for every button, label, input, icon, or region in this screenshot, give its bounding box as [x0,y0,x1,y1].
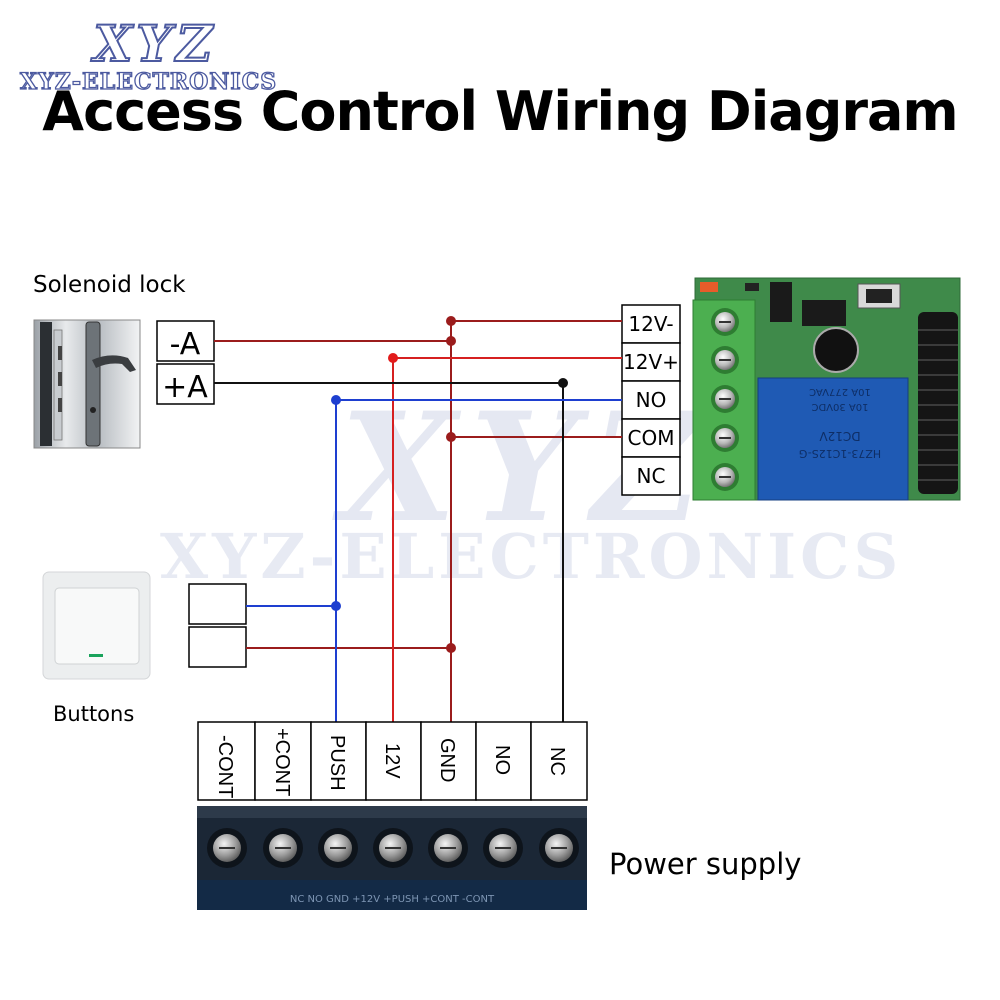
wire-12v-plus [392,357,622,722]
power-supply-strip-image: NC NO GND +12V +PUSH +CONT -CONT [197,806,587,910]
relay-terminal-nc: NC [637,464,666,488]
relay-terminal-12v-minus: 12V- [628,312,673,336]
ps-terminal-nc: NC [546,747,568,776]
relay-terminal-com: COM [628,426,675,450]
relay-terminal-no: NO [636,388,667,412]
brand-logo: XYZ XYZ-ELECTRONICS [19,13,290,96]
relay-terminal-labels: 12V- 12V+ NO COM NC [621,304,681,496]
ps-terminal-no: NO [491,745,513,775]
watermark-text: XYZ-ELECTRONICS [160,520,903,593]
ps-terminal-push: PUSH [326,735,348,791]
ps-terminal-12v: 12V [381,743,403,779]
relay-text-3: DC12V [819,429,861,443]
brand-logo-big: XYZ [93,13,217,74]
button-terminal-2 [188,626,247,668]
button-terminal-1 [188,583,247,625]
wire-no-push [335,399,622,722]
ps-terminal-minus-cont: -CONT [214,735,236,798]
wire-lock-plus-nc [214,382,564,722]
solenoid-lock-label: Solenoid lock [33,272,186,298]
power-supply-label: Power supply [609,847,802,881]
ps-terminal-plus-cont: +CONT [271,728,293,796]
junction-dots [331,316,568,653]
relay-text-1: 10A 277VAC [809,386,871,397]
relay-terminal-12v-plus: 12V+ [623,350,679,374]
brand-logo-small: XYZ-ELECTRONICS [19,68,278,95]
lock-terminal-plus: +A [162,370,208,405]
relay-text-2: 10A 30VDC [811,401,868,412]
solenoid-lock-image [33,319,141,449]
lock-terminal-minus: -A [170,327,201,362]
wire-gnd-12v-minus [450,320,622,722]
button-switch-image [42,571,151,680]
page-title: Access Control Wiring Diagram [42,80,958,143]
power-supply-terminal-labels: -CONT +CONT PUSH 12V GND NO NC [197,721,588,801]
ps-strip-text: NC NO GND +12V +PUSH +CONT -CONT [290,894,495,905]
relay-board-image: 10A 277VAC 10A 30VDC DC12V HZ73-1C12S-G [692,277,961,501]
ps-terminal-gnd: GND [436,738,458,782]
buttons-label: Buttons [53,702,135,726]
relay-text-4: HZ73-1C12S-G [799,447,881,460]
